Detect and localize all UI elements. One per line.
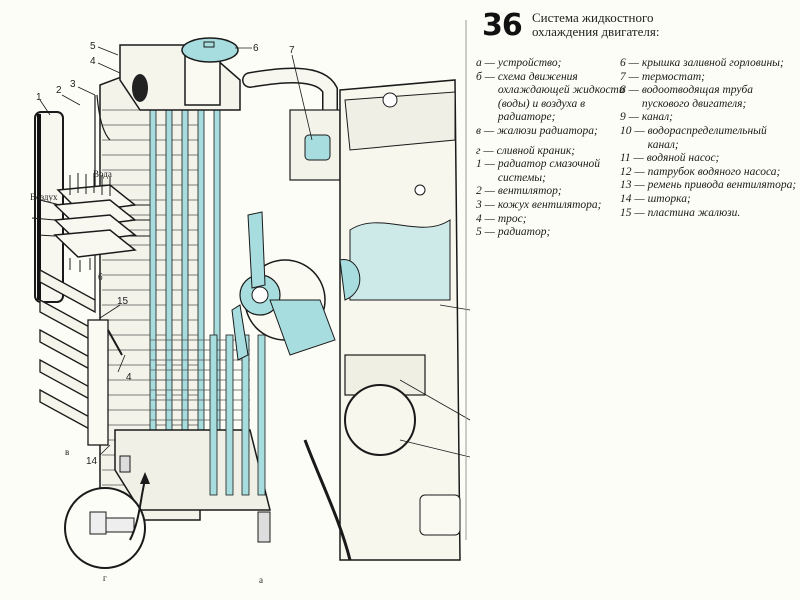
legend-item: 13 —ремень привода вентилятора;	[620, 179, 797, 192]
callout-7: 7	[289, 45, 295, 56]
page-title: Система жидкостного охлаждения двигателя…	[532, 11, 659, 39]
callout-5: 5	[90, 41, 96, 52]
filler-cap	[181, 37, 239, 106]
legend-item: б —схема движения охлаждающей жидкости (…	[476, 70, 625, 124]
callout-14: 14	[86, 456, 98, 467]
inset-shutters: в	[39, 268, 123, 457]
legend-item: 3 —кожух вентилятора;	[476, 198, 602, 211]
main-radiator	[99, 44, 271, 543]
inset-g-letter: г	[103, 573, 107, 583]
legend-item: 8 —водоотводящая труба пускового двигате…	[620, 84, 754, 110]
title-line-2: охлаждения двигателя:	[532, 24, 660, 39]
fan	[231, 211, 336, 361]
inset-b-letter: б	[98, 272, 103, 282]
legend-item: 1 —радиатор смазочной системы;	[476, 158, 601, 184]
legend-column-left: а —устройство; б —схема движения охлажда…	[476, 57, 641, 240]
callout-3: 3	[70, 79, 76, 90]
legend-item: 4 —трос;	[476, 212, 527, 225]
callout-2: 2	[56, 85, 62, 96]
main-view-letter: а	[259, 575, 263, 585]
inset-drain-cock: г	[64, 472, 150, 583]
callout-15: 15	[117, 296, 129, 307]
legend-item: а —устройство;	[476, 57, 562, 69]
thermostat	[289, 109, 341, 181]
legend-item: 11 —водяной насос;	[620, 152, 720, 165]
legend-item: 15 —пластина жалюзи.	[620, 206, 741, 219]
legend-item: в —жалюзи радиатора;	[476, 124, 598, 137]
legend-item: 12 —патрубок водяного насоса;	[620, 165, 781, 178]
legend-item: 2 —вентилятор;	[476, 185, 562, 198]
legend-column-right: 6 —крышка заливной горловины; 7 —термост…	[620, 57, 798, 220]
air-label: Воздух	[30, 192, 58, 202]
legend-item: 9 —канал;	[620, 111, 674, 124]
legend-item: 5 —радиатор;	[476, 226, 551, 239]
callout-1: 1	[36, 92, 42, 103]
legend-panel: 36 Система жидкостного охлаждения двигат…	[470, 0, 800, 600]
legend-item: г —сливной краник;	[476, 144, 576, 157]
cooling-system-illustration: Воздух Вода б в г а	[30, 20, 470, 585]
legend-item: 6 —крышка заливной горловины;	[620, 57, 784, 69]
inset-flow-scheme: Воздух Вода б	[30, 169, 150, 282]
water-label: Вода	[93, 169, 112, 179]
legend-item: 7 —термостат;	[620, 70, 705, 83]
legend-item: 14 —шторка;	[620, 192, 691, 205]
page-number: 36	[482, 8, 523, 43]
engine-block	[303, 79, 461, 561]
inset-v-letter: в	[65, 447, 69, 457]
callout-6: 6	[253, 43, 259, 54]
title-line-1: Система жидкостного	[532, 10, 654, 25]
legend-item: 10 —водораспределительный канал;	[620, 124, 767, 151]
callout-4: 4	[90, 56, 96, 67]
callout-4-shutter: 4	[126, 372, 132, 383]
